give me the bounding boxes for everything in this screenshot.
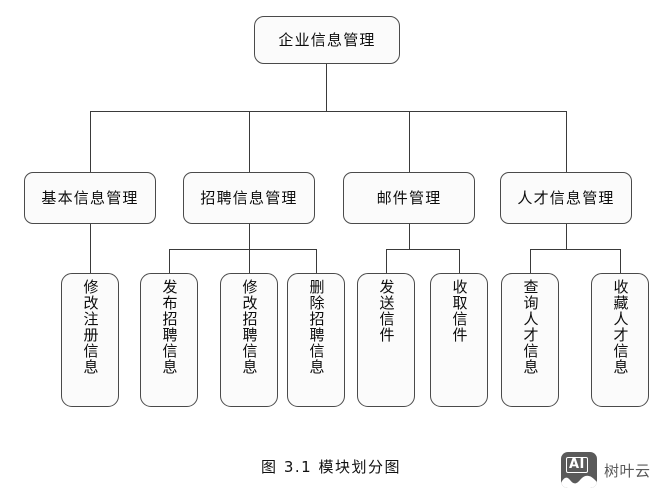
connector-level2-drop-3: [566, 111, 567, 172]
connector-group3-stem: [566, 224, 567, 249]
connector-group1-stem: [249, 224, 250, 249]
node-level2-label-3: 人才信息管理: [517, 188, 615, 207]
connector-level2-drop-2: [409, 111, 410, 172]
node-mail-management[interactable]: 邮件管理: [343, 172, 475, 224]
node-leaf-receive-mail[interactable]: 收取信件: [430, 273, 488, 407]
node-leaf-label-1: 发布招聘信息: [160, 279, 179, 375]
connector-group1-drop-2: [316, 249, 317, 273]
node-leaf-label-5: 收取信件: [450, 279, 469, 343]
connector-level2-bus: [90, 111, 566, 112]
connector-group3-bus: [530, 249, 621, 250]
node-leaf-query-talent-info[interactable]: 查询人才信息: [501, 273, 559, 407]
connector-group2-drop-1: [459, 249, 460, 273]
node-leaf-send-mail[interactable]: 发送信件: [357, 273, 415, 407]
connector-group1-bus: [169, 249, 317, 250]
node-basic-info-management[interactable]: 基本信息管理: [24, 172, 156, 224]
node-leaf-collect-talent-info[interactable]: 收藏人才信息: [591, 273, 649, 407]
connector-group3-drop-1: [620, 249, 621, 273]
node-root-enterprise-info-management[interactable]: 企业信息管理: [254, 16, 400, 64]
node-level2-label-2: 邮件管理: [376, 188, 442, 207]
node-leaf-label-3: 删除招聘信息: [307, 279, 326, 375]
node-recruitment-info-management[interactable]: 招聘信息管理: [183, 172, 315, 224]
ai-image-icon: AI: [561, 452, 597, 488]
connector-level2-drop-1: [249, 111, 250, 172]
connector-group2-stem: [409, 224, 410, 249]
node-level2-label-0: 基本信息管理: [41, 188, 139, 207]
node-leaf-publish-recruitment-info[interactable]: 发布招聘信息: [140, 273, 198, 407]
node-talent-info-management[interactable]: 人才信息管理: [500, 172, 632, 224]
connector-group2-bus: [386, 249, 460, 250]
connector-root-drop: [326, 64, 327, 111]
node-leaf-label-6: 查询人才信息: [521, 279, 540, 375]
connector-group1-drop-0: [169, 249, 170, 273]
node-leaf-modify-recruitment-info[interactable]: 修改招聘信息: [220, 273, 278, 407]
figure-caption: 图 3.1 模块划分图: [261, 458, 401, 476]
connector-group3-drop-0: [530, 249, 531, 273]
node-leaf-label-4: 发送信件: [377, 279, 396, 343]
node-leaf-label-0: 修改注册信息: [81, 279, 100, 375]
watermark: AI 树叶云: [561, 452, 651, 488]
mountain-icon: [561, 475, 597, 488]
ai-badge-text: AI: [566, 457, 588, 473]
node-leaf-delete-recruitment-info[interactable]: 删除招聘信息: [287, 273, 345, 407]
node-level2-label-1: 招聘信息管理: [200, 188, 298, 207]
connector-group1-drop-1: [249, 249, 250, 273]
node-root-label: 企业信息管理: [278, 30, 376, 49]
connector-group0-stem: [90, 224, 91, 273]
node-leaf-label-7: 收藏人才信息: [611, 279, 630, 375]
node-leaf-label-2: 修改招聘信息: [240, 279, 259, 375]
connector-group2-drop-0: [386, 249, 387, 273]
watermark-label: 树叶云: [604, 461, 651, 480]
connector-level2-drop-0: [90, 111, 91, 172]
node-leaf-modify-registration-info[interactable]: 修改注册信息: [61, 273, 119, 407]
